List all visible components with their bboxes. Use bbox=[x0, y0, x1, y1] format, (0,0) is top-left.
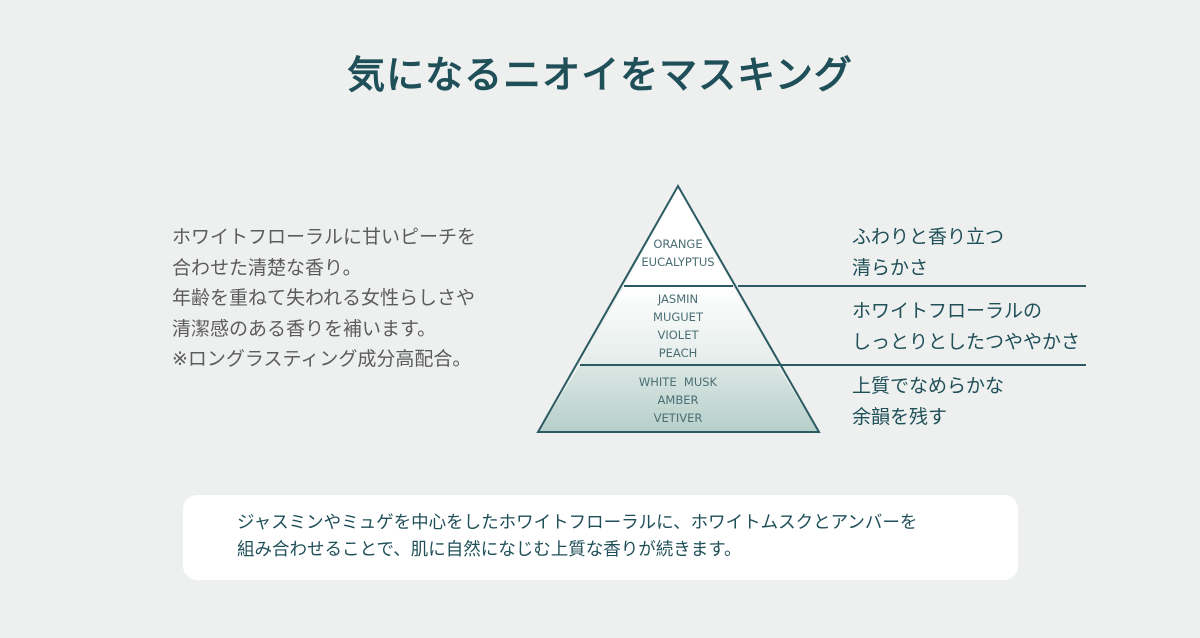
description-line: ※ロングラスティング成分高配合。 bbox=[172, 348, 472, 370]
description-line: 合わせた清楚な香り。 bbox=[172, 256, 362, 279]
top-note: ORANGE bbox=[653, 237, 702, 251]
middle-note-description: ホワイトフローラルの しっとりとしたつややかさ bbox=[852, 296, 1080, 357]
summary-line: 組み合わせることで、肌に自然になじむ上質な香りが続きます。 bbox=[237, 540, 742, 560]
base-note: VETIVER bbox=[654, 411, 703, 425]
top-note: EUCALYPTUS bbox=[641, 255, 714, 269]
note-line: 上質でなめらかな bbox=[852, 375, 1005, 397]
base-note: AMBER bbox=[658, 393, 699, 407]
base-note: WHITE MUSK bbox=[639, 375, 718, 389]
middle-note-divider bbox=[738, 364, 1086, 366]
middle-note: JASMIN bbox=[657, 292, 698, 306]
note-line: しっとりとしたつややかさ bbox=[852, 330, 1081, 353]
summary-box: ジャスミンやミュゲを中心をしたホワイトフローラルに、ホワイトムスクとアンバーを … bbox=[183, 495, 1018, 580]
pyramid-top-tier bbox=[624, 186, 733, 286]
base-note-description: 上質でなめらかな 余韻を残す bbox=[852, 371, 1004, 432]
note-line: 清らかさ bbox=[852, 256, 929, 279]
description-line: 年齢を重ねて失われる女性らしさや bbox=[172, 287, 476, 309]
pyramid-base-tier bbox=[538, 365, 819, 432]
summary-text: ジャスミンやミュゲを中心をしたホワイトフローラルに、ホワイトムスクとアンバーを … bbox=[237, 510, 917, 564]
note-line: ふわりと香り立つ bbox=[852, 226, 1005, 248]
pyramid-outline bbox=[536, 183, 821, 433]
product-description: ホワイトフローラルに甘いピーチを 合わせた清楚な香り。 年齢を重ねて失われる女性… bbox=[172, 222, 532, 375]
middle-note: MUGUET bbox=[653, 310, 704, 324]
pyramid-middle-tier bbox=[580, 286, 777, 365]
top-note-divider bbox=[738, 285, 1086, 287]
top-note-description: ふわりと香り立つ 清らかさ bbox=[852, 222, 1004, 283]
summary-line: ジャスミンやミュゲを中心をしたホワイトフローラルに、ホワイトムスクとアンバーを bbox=[237, 513, 918, 533]
page-title: 気になるニオイをマスキング bbox=[347, 53, 853, 97]
note-line: ホワイトフローラルの bbox=[852, 300, 1043, 322]
middle-note: VIOLET bbox=[657, 328, 699, 342]
fragrance-pyramid: ORANGE EUCALYPTUS JASMIN MUGUET VIOLET P… bbox=[536, 183, 821, 433]
description-line: 清潔感のある香りを補います。 bbox=[172, 317, 437, 340]
description-line: ホワイトフローラルに甘いピーチを bbox=[172, 226, 477, 248]
middle-note: PEACH bbox=[659, 346, 698, 360]
note-line: 余韻を残す bbox=[852, 405, 948, 428]
